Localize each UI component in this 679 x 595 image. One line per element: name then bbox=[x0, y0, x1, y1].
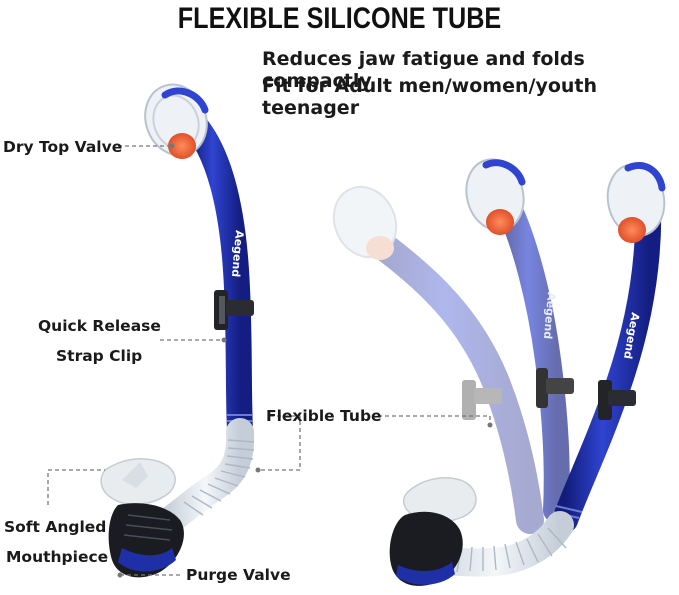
label-quick-release-line1: Quick Release bbox=[38, 317, 161, 335]
page-title: FLEXIBLE SILICONE TUBE bbox=[177, 2, 502, 35]
middle-brand-marking: Aegend bbox=[541, 292, 558, 340]
left-mouthpiece bbox=[100, 458, 176, 506]
subtitle-line-2: Fit for Adult men/women/youth teenager bbox=[262, 75, 598, 119]
middle-snorkel: Aegend bbox=[465, 158, 574, 523]
label-soft-angled-line1: Soft Angled bbox=[4, 518, 107, 536]
faded-snorkel bbox=[332, 185, 544, 534]
leader-lines bbox=[47, 145, 491, 576]
label-quick-release-line2: Strap Clip bbox=[56, 347, 143, 365]
leader-mouthpiece bbox=[47, 469, 105, 505]
leader-flexible-tube-left bbox=[258, 415, 301, 471]
left-snorkel: Aegend bbox=[100, 83, 255, 578]
right-purge-valve bbox=[389, 511, 463, 586]
left-strap-clip bbox=[214, 290, 254, 330]
label-flexible-tube: Flexible Tube bbox=[266, 407, 382, 425]
right-mouthpiece bbox=[402, 477, 477, 523]
label-purge-valve: Purge Valve bbox=[186, 566, 291, 584]
leader-flexible-tube-right bbox=[378, 415, 491, 425]
front-snorkel: Aegend bbox=[552, 162, 666, 533]
label-soft-angled-line2: Mouthpiece bbox=[6, 548, 109, 566]
left-purge-valve bbox=[108, 503, 184, 578]
left-brand-marking: Aegend bbox=[229, 230, 246, 278]
left-dry-top-valve bbox=[144, 83, 209, 159]
subtitle-line-1: Reduces jaw fatigue and folds compactly bbox=[262, 48, 585, 92]
label-dry-top-valve: Dry Top Valve bbox=[3, 138, 123, 156]
